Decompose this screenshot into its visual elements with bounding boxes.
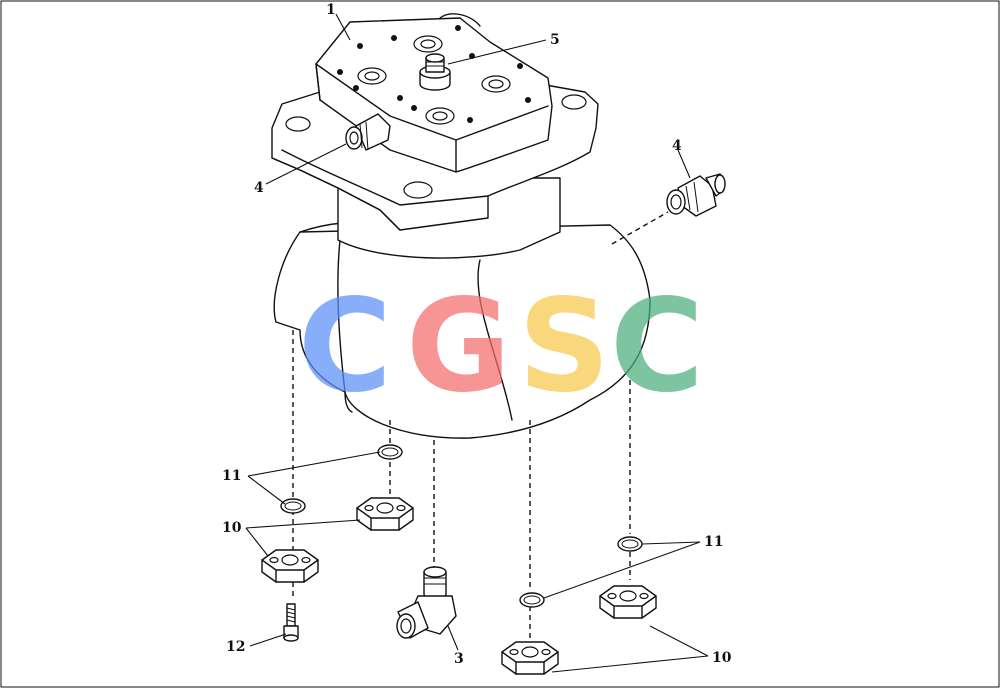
callout-10-left: 10 [222, 520, 242, 536]
callout-11-left: 11 [222, 468, 241, 484]
callout-4-right: 4 [672, 138, 682, 154]
watermark-letter-4: C [610, 272, 704, 421]
watermark-letter-3: S [518, 272, 610, 421]
side-fitting-4 [345, 113, 391, 151]
callout-5: 5 [550, 32, 560, 48]
callout-10-right: 10 [712, 650, 732, 666]
swivel-joint-body [271, 13, 651, 439]
callout-3: 3 [454, 651, 464, 667]
callout-1: 1 [326, 2, 336, 18]
top-fitting-5 [419, 53, 451, 91]
watermark-letter-2: G [406, 272, 511, 421]
callout-labels: 1 5 4 4 11 10 11 10 12 3 [222, 2, 732, 667]
callout-11-right: 11 [704, 534, 723, 550]
split-flanges-10 [261, 497, 657, 675]
callout-4-left: 4 [254, 180, 264, 196]
elbow-fitting-3 [396, 566, 457, 639]
callout-12: 12 [226, 639, 245, 655]
o-rings-11 [280, 444, 643, 608]
loose-fitting-4 [666, 173, 726, 217]
watermark-letter-1: C [298, 272, 392, 421]
bolt-12 [283, 603, 299, 642]
assembly-lines [292, 211, 669, 640]
watermark-logo: C G S C [298, 272, 704, 421]
leader-lines [245, 13, 709, 673]
plate-bolt-holes [337, 25, 531, 125]
